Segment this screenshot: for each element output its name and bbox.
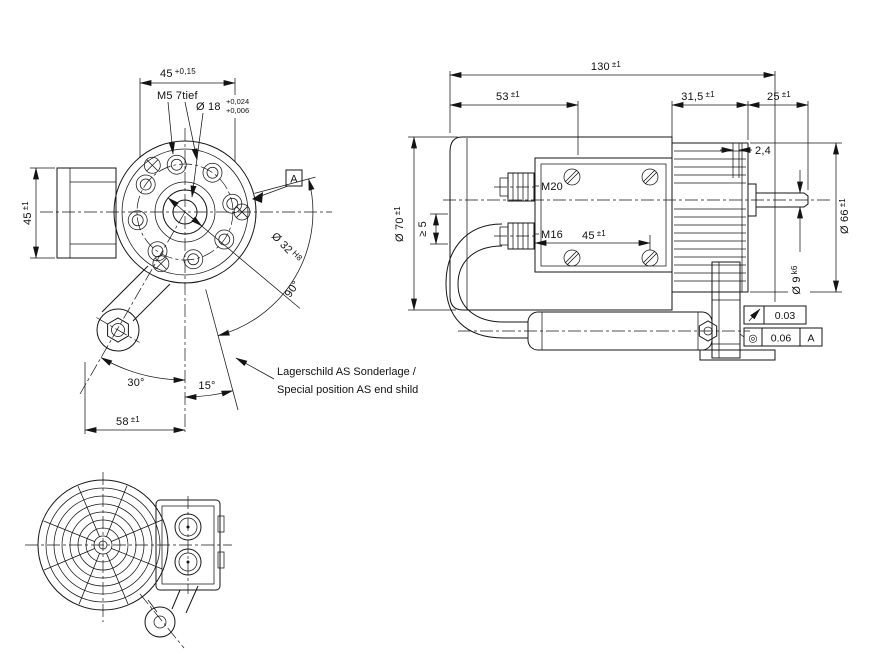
dim-2-4-text: 2,4 <box>755 145 771 157</box>
fan-guard <box>37 479 169 611</box>
bottom-centerlines <box>25 472 232 649</box>
bore-dim-text: Ø 18 <box>196 101 221 113</box>
angle-30: 30° <box>100 357 186 389</box>
angle-15-text: 15° <box>198 380 215 392</box>
fcf-concentricity: ◎ 0.06 A <box>739 327 823 347</box>
dim-25: 25±1 <box>747 90 809 190</box>
cable-loop <box>445 223 528 339</box>
front-lever <box>96 265 171 352</box>
dim-min5: ≥ 5 <box>417 213 448 245</box>
dim-top-45-text: 45+0,15 <box>160 67 196 80</box>
dim-31-5-text: 31,5±1 <box>681 90 715 103</box>
dim-31-5: 31,5±1 <box>671 90 749 140</box>
fcf-runout: 0.03 <box>743 305 807 325</box>
side-view: 130±1 53±1 31,5±1 25±1 <box>393 60 851 361</box>
ribbed-end-shield <box>671 142 749 293</box>
dim-2-4: 2,4 <box>720 145 771 157</box>
dim-spigot-text: Ø 32H8 <box>269 230 304 266</box>
fan-guard-spokes <box>43 485 163 605</box>
fcf-runout-value: 0.03 <box>775 310 796 322</box>
dim-66-text: Ø 66±1 <box>838 198 851 234</box>
thread-note-text: M5 7tief <box>157 90 198 102</box>
bottom-view <box>25 472 232 649</box>
dim-45-box: 45±1 <box>534 229 651 250</box>
dim-70: Ø 70±1 <box>393 136 458 311</box>
angle-30-text: 30° <box>127 377 144 389</box>
front-view: 45+0,15 M5 7tief Ø 18 +0,024 +0,006 45±1 <box>21 67 418 434</box>
dim-left-45-text: 45±1 <box>21 201 34 225</box>
note-line1: Lagerschild AS Sonderlage / <box>277 366 417 378</box>
dim-58-text: 58±1 <box>116 415 140 428</box>
side-screws <box>563 168 659 267</box>
dim-130-text: 130±1 <box>591 60 622 73</box>
dim-58: 58±1 <box>84 362 186 434</box>
dim-45-box-text: 45±1 <box>582 229 606 242</box>
bottom-lever <box>144 585 199 638</box>
dim-left-45: 45±1 <box>21 167 55 259</box>
gland-m16-label: M16 <box>541 229 563 241</box>
thread-callout: M5 7tief <box>157 90 198 161</box>
mounting-bracket <box>698 261 776 361</box>
dim-9: Ø 9k6 <box>790 170 803 295</box>
side-centerlines <box>443 186 830 332</box>
dim-25-text: 25±1 <box>767 90 791 103</box>
dim-66: Ø 66±1 <box>750 142 851 293</box>
gland-m20-label: M20 <box>541 181 563 193</box>
angle-15: 15° <box>184 380 234 401</box>
dim-53: 53±1 <box>449 90 579 155</box>
datum-flag: A <box>252 169 303 203</box>
dim-9-text: Ø 9k6 <box>790 265 803 295</box>
note-line2: Special position AS end shild <box>277 384 418 396</box>
bore-tol-lower: +0,006 <box>226 106 249 115</box>
position-note: Lagerschild AS Sonderlage / Special posi… <box>235 357 418 396</box>
gland-labels: M20 M16 <box>534 181 563 241</box>
output-shaft <box>747 183 809 217</box>
cable-gland-m20 <box>499 172 535 202</box>
concentricity-icon: ◎ <box>748 333 757 345</box>
dim-min5-text: ≥ 5 <box>417 221 429 237</box>
cable-gland-m16 <box>499 222 535 250</box>
dim-top-45: 45+0,15 <box>139 67 236 162</box>
fcf-concentricity-value: 0.06 <box>771 333 792 345</box>
front-dimensions: 45+0,15 M5 7tief Ø 18 +0,024 +0,006 45±1 <box>21 67 418 434</box>
bore-tol-upper: +0,024 <box>226 97 249 106</box>
dim-53-text: 53±1 <box>496 90 520 103</box>
dim-130: 130±1 <box>449 60 776 302</box>
datum-label: A <box>290 174 298 186</box>
fcf-concentricity-datum: A <box>807 333 814 345</box>
terminal-box <box>155 499 225 591</box>
front-bracket <box>56 167 117 259</box>
bore-callout: Ø 18 +0,024 +0,006 <box>190 97 249 198</box>
dim-70-text: Ø 70±1 <box>393 206 406 242</box>
side-dimensions: 130±1 53±1 31,5±1 25±1 <box>393 60 851 347</box>
side-motor-body <box>445 136 809 361</box>
circular-runout-icon <box>748 308 761 322</box>
